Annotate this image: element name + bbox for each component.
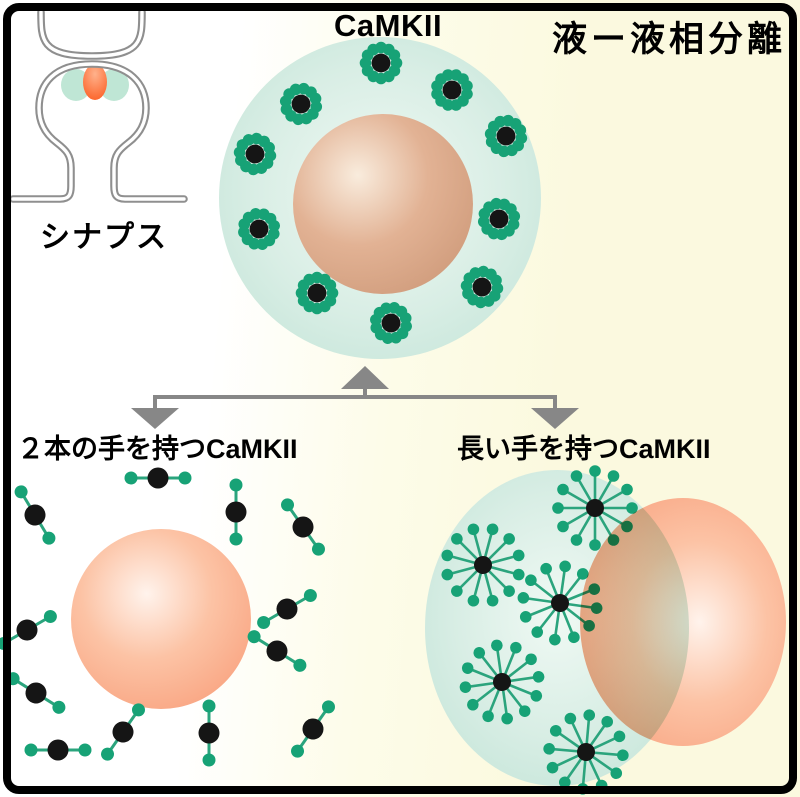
top-droplet-group bbox=[219, 37, 541, 359]
camkii-star bbox=[459, 639, 545, 725]
left-panel-label: ２本の手を持つCaMKII bbox=[17, 434, 298, 464]
camkii-dumbbell bbox=[247, 630, 307, 672]
flower-molecules bbox=[233, 41, 528, 344]
camkii-dumbbell bbox=[101, 703, 145, 761]
branch-connector bbox=[131, 366, 579, 429]
right-down-arrowhead bbox=[531, 408, 579, 429]
dumbbell-molecules bbox=[0, 467, 335, 767]
camkii-flower bbox=[431, 69, 473, 111]
camkii-dumbbell bbox=[24, 739, 92, 761]
left-down-arrowhead bbox=[131, 408, 179, 429]
camkii-dumbbell bbox=[291, 700, 335, 758]
camkii-flower bbox=[295, 271, 339, 315]
synapse-illustration bbox=[9, 8, 188, 203]
right-panel-group bbox=[425, 465, 786, 795]
right-panel-label: 長い手を持つCaMKII bbox=[457, 434, 711, 464]
camkii-flower bbox=[477, 197, 521, 241]
left-condensate-sphere bbox=[71, 529, 251, 709]
camkii-flower bbox=[359, 41, 403, 85]
synapse-label: シナプス bbox=[40, 221, 168, 254]
camkii-star bbox=[441, 523, 525, 607]
camkii-flower bbox=[370, 302, 412, 344]
camkii-flower bbox=[238, 208, 280, 250]
left-panel-group bbox=[0, 467, 335, 767]
camkii-dumbbell bbox=[6, 672, 66, 714]
camkii-flower bbox=[233, 132, 277, 176]
camkii-dumbbell bbox=[281, 498, 325, 556]
camkii-label: CaMKII bbox=[334, 8, 443, 43]
camkii-star bbox=[543, 709, 629, 795]
camkii-flower bbox=[279, 82, 323, 126]
camkii-dumbbell bbox=[257, 589, 317, 629]
presynaptic-terminal bbox=[37, 8, 146, 60]
camkii-dumbbell bbox=[0, 610, 57, 650]
camkii-dumbbell bbox=[14, 485, 56, 545]
postsynaptic-spine bbox=[9, 60, 188, 203]
right-condensate-sphere bbox=[580, 498, 786, 746]
page-title: 液ー液相分離 bbox=[551, 20, 786, 59]
camkii-dumbbell bbox=[225, 478, 247, 546]
camkii-flower bbox=[484, 114, 528, 158]
up-arrowhead bbox=[341, 366, 389, 389]
top-condensate-sphere bbox=[293, 114, 473, 294]
camkii-flower bbox=[460, 265, 504, 309]
neurotransmitter-vesicle bbox=[83, 64, 107, 100]
camkii-dumbbell bbox=[124, 467, 192, 489]
camkii-dumbbell bbox=[198, 699, 220, 767]
